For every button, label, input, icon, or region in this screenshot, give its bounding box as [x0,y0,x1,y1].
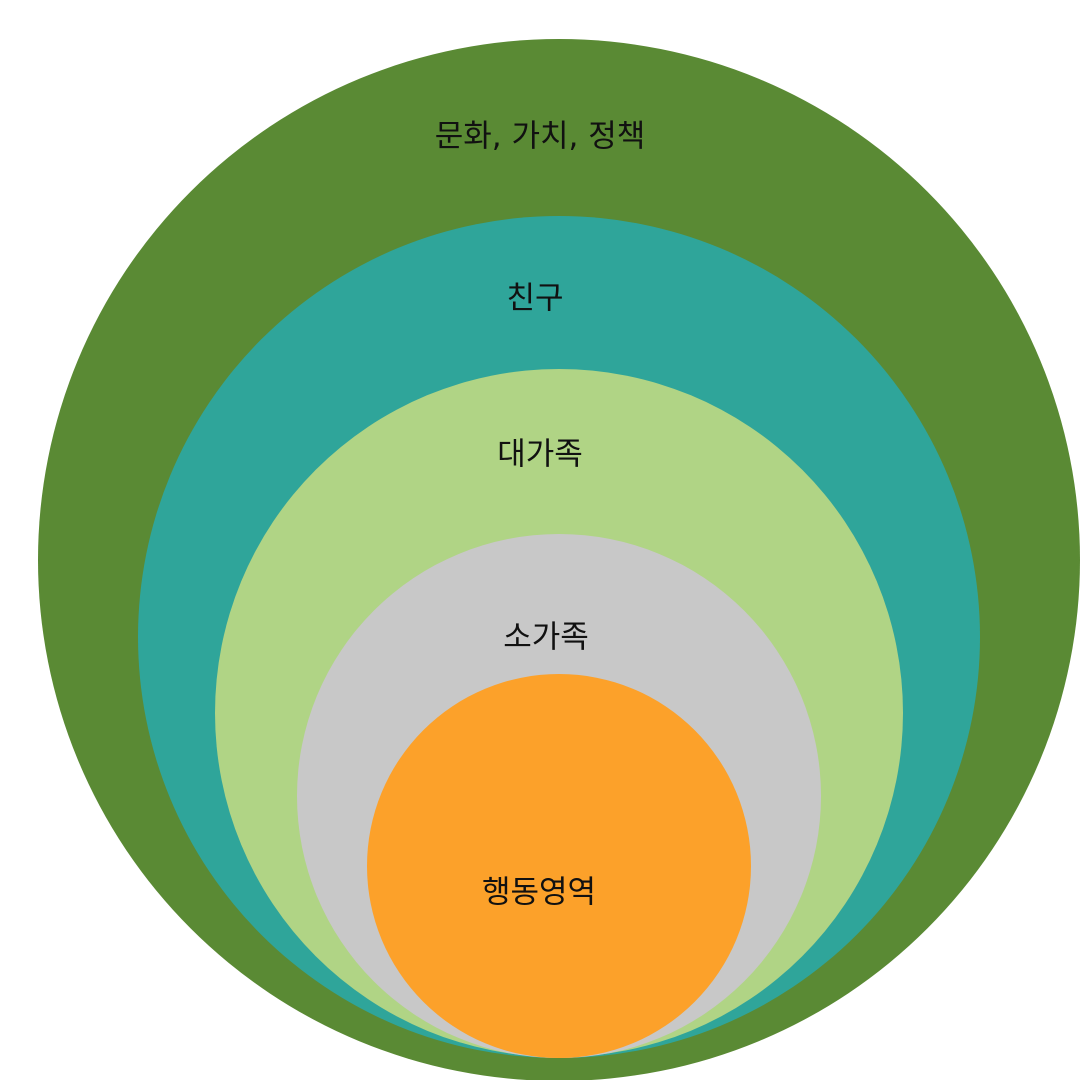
layer-behavior-area-circle [367,674,751,1058]
layer-extended-family-label: 대가족 [497,437,583,473]
layer-friends-label: 친구 [506,281,563,317]
layer-culture-label: 문화, 가치, 정책 [435,119,646,155]
layer-nuclear-family-label: 소가족 [503,620,589,656]
layer-behavior-area-label: 행동영역 [482,875,596,911]
